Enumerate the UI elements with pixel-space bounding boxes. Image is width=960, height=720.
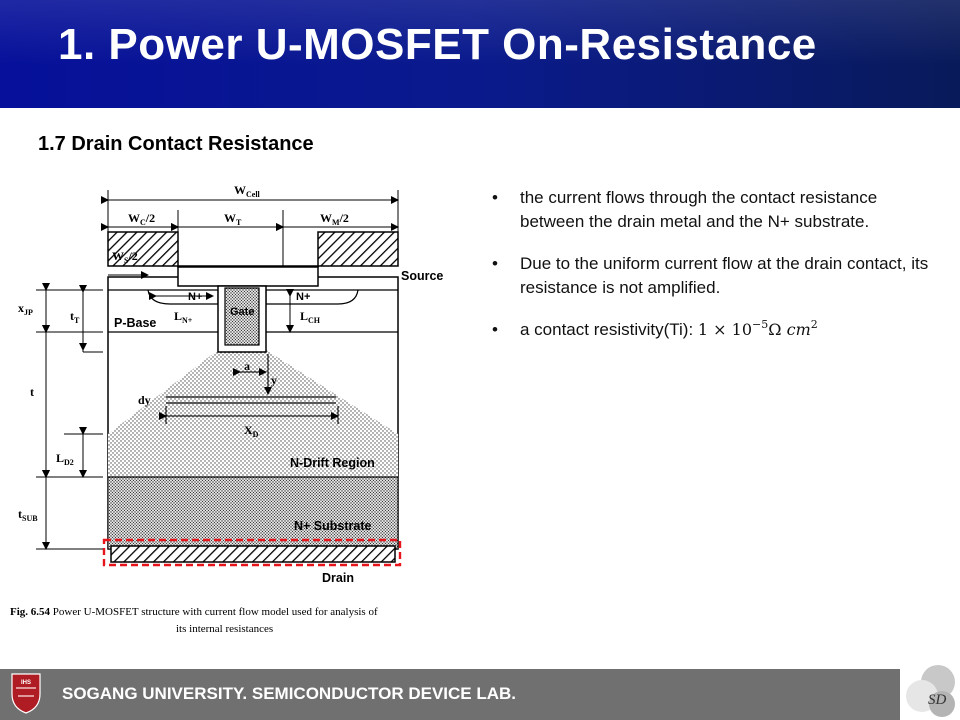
n-drift-label: N-Drift Region [290,456,375,470]
formula-unit-exponent: 2 [810,318,818,331]
l-d2-label: LD2 [56,451,74,467]
bullet-text: the current flows through the contact re… [520,188,878,231]
l-ch-label: LCH [300,309,321,325]
figure-caption-line1: Fig. 6.54 Power U-MOSFET structure with … [10,606,378,618]
mosfet-cross-section-diagram: WCell WC/2 WT WM/2 WS/2 xJP tT t LD2 tSU… [10,183,443,635]
university-logo-text: IHS [21,680,31,686]
bullet-text: Due to the uniform current flow at the d… [520,254,929,297]
n-plus-region-left [147,289,219,305]
y-label: y [271,373,277,387]
gate-oxide-top [177,266,319,287]
bullet-dot: • [492,254,498,273]
lab-logo-text: SD [928,692,947,708]
a-label: a [244,359,250,373]
bullet-item: • Due to the uniform current flow at the … [492,252,937,300]
bullet-dot: • [492,320,498,339]
substrate-region [107,476,399,550]
formula-coefficient: 1 × 10 [697,320,753,339]
t-t-label: tT [70,309,80,325]
t-label: t [30,385,34,399]
mosfet-figure: WCell WC/2 WT WM/2 WS/2 xJP tT t LD2 tSU… [8,172,478,642]
w-c-label: WC/2 [128,211,155,227]
x-d-label: XD [244,423,259,439]
bullet-text: a contact resistivity(Ti): [520,320,698,339]
formula-exponent: −5 [752,318,769,331]
x-jp-label: xJP [18,301,33,317]
w-m-label: WM/2 [320,211,349,227]
title-banner [0,0,960,108]
w-s-label: WS/2 [112,249,138,265]
drain-label: Drain [322,571,354,585]
formula-unit-ohm: Ω [768,320,787,339]
l-n-label: LN+ [174,309,193,325]
formula-unit-cm: cm [786,320,811,339]
footer-text: SOGANG UNIVERSITY. SEMICONDUCTOR DEVICE … [62,684,517,703]
figure-caption-line2: its internal resistances [176,623,273,635]
n-substrate-label: N+ Substrate [294,519,372,533]
lab-logo-icon: SD [906,665,955,717]
p-base-label: P-Base [114,316,156,330]
dy-label: dy [138,393,151,407]
w-t-label: WT [224,211,242,227]
university-shield-icon: IHS [11,673,41,714]
bullet-item: • a contact resistivity(Ti): 1 × 10−5Ω cm… [492,318,937,342]
banner-shine [0,0,960,108]
n-plus-right-label: N+ [296,291,310,303]
drain-metal [110,545,396,563]
bullet-dot: • [492,188,498,207]
footer-bar [0,669,900,720]
w-cell-label: WCell [234,183,261,199]
n-plus-region-right [265,289,359,305]
t-sub-label: tSUB [18,507,38,523]
section-title: 1.7 Drain Contact Resistance [38,133,314,155]
drain-contact-highlight [102,538,402,567]
source-label: Source [401,269,443,283]
resistivity-formula: 1 × 10−5Ω cm2 [697,318,818,339]
source-metal [107,231,399,268]
n-plus-left-label: N+ [188,291,202,303]
slide-title: 1. Power U-MOSFET On-Resistance [58,20,817,69]
gate-electrode [224,287,260,346]
bullet-item: • the current flows through the contact r… [492,186,937,234]
bullet-list: • the current flows through the contact r… [492,186,937,360]
gate-label: Gate [230,306,254,318]
